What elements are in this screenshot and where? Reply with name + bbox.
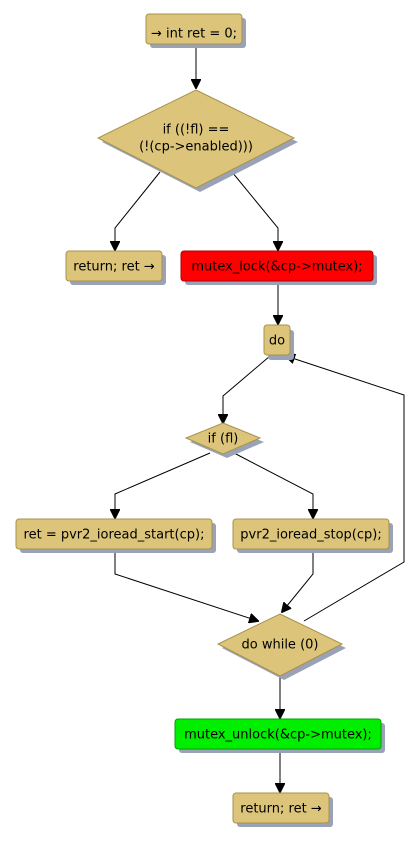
node-do: do	[263, 324, 294, 360]
node-return-early: return; ret →	[65, 250, 166, 285]
edges	[114, 46, 405, 792]
edge-cond-to-return	[115, 171, 161, 250]
edge-do-to-if	[223, 355, 271, 423]
node-do-while: do while (0)	[216, 613, 346, 680]
node-return-early-label: return; ret →	[73, 260, 155, 275]
node-ioread-stop-label: pvr2_ioread_stop(cp);	[240, 528, 381, 543]
edge-start-to-dowhile	[114, 550, 258, 621]
node-if-fl: if (fl)	[184, 422, 264, 458]
edge-if-to-stop	[233, 452, 313, 518]
node-ioread-start-label: ret = pvr2_ioread_start(cp);	[24, 528, 205, 543]
node-mutex-unlock-label: mutex_unlock(&cp->mutex);	[184, 728, 372, 743]
node-mutex-lock-label: mutex_lock(&cp->mutex);	[191, 260, 362, 275]
node-ioread-stop: pvr2_ioread_stop(cp);	[232, 518, 393, 553]
edge-dowhile-loop-to-do	[286, 356, 405, 622]
edge-if-to-start	[115, 452, 211, 518]
node-return-end-label: return; ret →	[240, 802, 322, 817]
node-start-label: → int ret = 0;	[151, 27, 237, 42]
edge-cond-to-lock	[231, 171, 278, 250]
node-if-fl-label: if (fl)	[208, 432, 239, 447]
edge-stop-to-dowhile	[282, 550, 314, 612]
node-ioread-start: ret = pvr2_ioread_start(cp);	[15, 518, 216, 553]
node-cond-line1: if ((!fl) ==	[163, 123, 230, 138]
node-mutex-unlock: mutex_unlock(&cp->mutex);	[174, 718, 385, 753]
node-start: → int ret = 0;	[145, 13, 246, 48]
node-return-end: return; ret →	[232, 792, 333, 827]
node-mutex-lock: mutex_lock(&cp->mutex);	[180, 250, 377, 285]
node-cond-line2: (!(cp->enabled)))	[139, 140, 253, 155]
node-cond: if ((!fl) == (!(cp->enabled)))	[96, 89, 298, 192]
node-do-while-label: do while (0)	[242, 638, 319, 653]
node-do-label: do	[269, 334, 285, 349]
